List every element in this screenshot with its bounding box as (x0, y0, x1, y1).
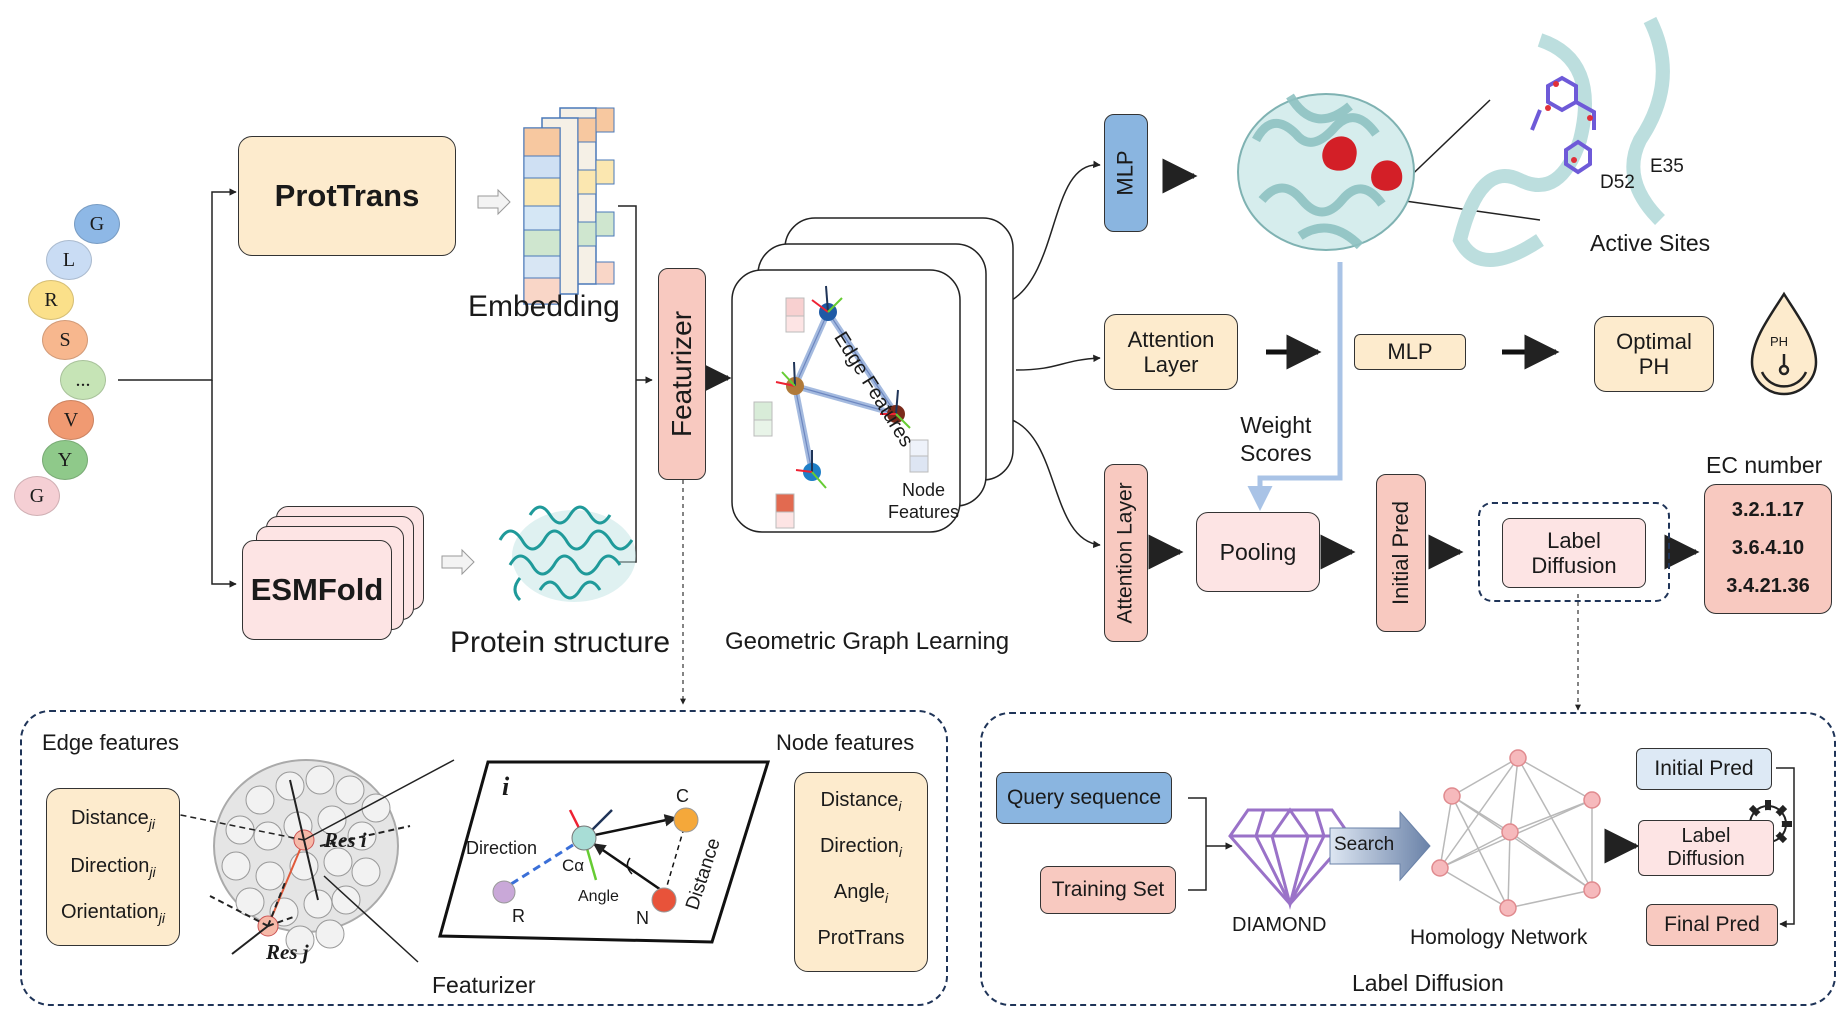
mlp-mid-box: MLP (1354, 334, 1466, 370)
featurizer-caption: Featurizer (432, 972, 536, 998)
residue-bead: L (46, 240, 92, 280)
graph-illustration (731, 217, 1014, 533)
r-atom-label: R (512, 906, 525, 926)
protein-structure-image (498, 505, 636, 602)
ggl-title: Geometric Graph Learning (725, 628, 1010, 655)
diamond-icon (1228, 807, 1352, 910)
edge-features-title: Edge features (42, 730, 179, 755)
final-pred-box: Final Pred (1646, 904, 1778, 946)
ec-number-item: 3.2.1.17 (1731, 499, 1805, 521)
residue-bead: S (42, 320, 88, 360)
node-feature-sub: i (885, 890, 889, 906)
residue-bead: V (48, 400, 94, 440)
node-feature-sub: i (898, 798, 902, 814)
residue-i-label: i (502, 772, 510, 801)
attention-layer-vertical-box: Attention Layer (1104, 464, 1148, 642)
residue-sphere-cluster (155, 759, 455, 963)
e35-label: E35 (1650, 156, 1684, 177)
ph-icon-label: PH (1770, 334, 1789, 349)
edge-feature-sub: ji (149, 864, 156, 880)
residue-bead: ... (60, 360, 106, 400)
edge-feature-sub: ji (158, 910, 166, 926)
pooling-box: Pooling (1196, 512, 1320, 592)
enzyme-structure-image (1237, 16, 1670, 267)
node-feature-item: Direction (819, 835, 899, 857)
residue-bead: G (14, 476, 60, 516)
res-j-label: Res j (266, 940, 309, 964)
embedding-matrix (523, 107, 615, 305)
training-set-box: Training Set (1040, 866, 1176, 914)
diamond-label: DIAMOND (1232, 914, 1327, 936)
node-feature-item: ProtTrans (817, 927, 905, 949)
embedding-label: Embedding (468, 290, 620, 323)
angle-label: Angle (578, 888, 619, 905)
edge-features-box: Distanceji Directionji Orientationji (46, 788, 180, 946)
res-i-label: Res i (324, 828, 367, 852)
direction-label: Direction (466, 838, 538, 858)
node-feature-item: Angle (833, 881, 886, 903)
mlp-top-box: MLP (1104, 114, 1148, 232)
residue-bead: R (28, 280, 74, 320)
residue-bead: Y (42, 440, 88, 480)
ec-number-item: 3.6.4.10 (1731, 537, 1805, 559)
node-feature-sub: i (898, 844, 903, 860)
label-diffusion-frame (1478, 502, 1670, 602)
node-features-box: Distancei Directioni Anglei ProtTrans (794, 772, 928, 972)
residue-bead: G (74, 204, 120, 244)
edge-feature-item: Distance (70, 807, 149, 829)
edge-feature-item: Direction (70, 855, 150, 877)
d52-label: D52 (1600, 172, 1635, 193)
featurizer-box: Featurizer (658, 268, 706, 480)
n-atom-label: N (636, 908, 649, 928)
node-features-title: Node features (776, 730, 915, 755)
initial-pred-box: Initial Pred (1636, 748, 1772, 790)
ec-number-title: EC number (1706, 452, 1823, 478)
search-label: Search (1334, 834, 1395, 855)
prottrans-box: ProtTrans (238, 136, 456, 256)
initial-pred-vertical-box: Initial Pred (1376, 474, 1426, 632)
label-diffusion-caption: Label Diffusion (1352, 970, 1504, 996)
c-atom-label: C (676, 786, 689, 806)
ec-number-box: 3.2.1.17 3.6.4.10 3.4.21.36 (1704, 484, 1832, 614)
c-alpha-label: Cα (562, 856, 585, 875)
query-sequence-box: Query sequence (996, 772, 1172, 824)
homology-network (1431, 749, 1601, 917)
featurizer-panel (20, 710, 948, 1006)
homology-network-label: Homology Network (1410, 926, 1588, 949)
edge-feature-sub: ji (148, 816, 156, 832)
active-sites-label: Active Sites (1590, 230, 1711, 256)
search-arrow-icon (1329, 810, 1431, 882)
geometry-plane (438, 760, 771, 944)
ph-drop-icon (1750, 291, 1818, 396)
protein-structure-label: Protein structure (450, 626, 671, 659)
edge-feature-item: Orientation (60, 901, 159, 923)
esmfold-box: ESMFold (242, 540, 392, 640)
ec-number-item: 3.4.21.36 (1726, 575, 1810, 597)
node-feature-item: Distance (820, 789, 899, 811)
label-diffusion-panel (980, 712, 1836, 1006)
